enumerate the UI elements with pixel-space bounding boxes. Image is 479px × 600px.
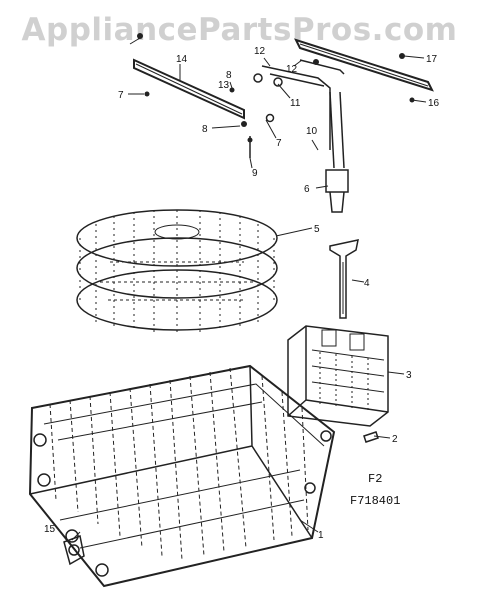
screw-icon: [399, 53, 405, 59]
callout-13: 13: [218, 80, 230, 91]
rack-wheel-icon: [33, 433, 47, 447]
callout-8-bottom: 8: [202, 124, 208, 135]
roller-wheel-icon: [253, 73, 263, 83]
callout-11: 11: [290, 98, 301, 109]
callout-9: 9: [252, 168, 258, 179]
stop-clip-icon: [265, 113, 275, 123]
screw-icon: [241, 121, 247, 127]
spray-tube-part: [329, 239, 359, 319]
leader-lines: [71, 37, 427, 541]
rack-wheel-icon: [320, 430, 332, 442]
screw-icon: [247, 137, 253, 143]
upper-track-assembly: [133, 33, 434, 169]
callout-7-left: 7: [118, 90, 124, 101]
callout-4: 4: [364, 278, 370, 289]
callout-16: 16: [428, 98, 440, 109]
rack-wheel-icon: [95, 563, 109, 577]
rod-clip-part: [325, 169, 349, 213]
callout-14: 14: [176, 54, 188, 65]
lower-wire-rack: [28, 364, 336, 588]
callout-10: 10: [306, 126, 318, 137]
callout-7-right: 7: [276, 138, 282, 149]
callout-8-top: 8: [226, 70, 232, 81]
callout-12-right: 12: [286, 64, 298, 75]
figure-code: F2: [368, 472, 382, 486]
round-wire-rack: [76, 209, 278, 334]
small-clip-part: [363, 431, 379, 443]
screw-icon: [144, 91, 150, 97]
figure-caption: F2 F718401: [350, 472, 400, 508]
callout-15: 15: [44, 524, 56, 535]
callout-5: 5: [314, 224, 320, 235]
roller-wheel-icon: [273, 77, 283, 87]
rack-wheel-icon: [304, 482, 316, 494]
callout-6: 6: [304, 184, 310, 195]
watermark-text: AppliancePartsPros.com: [21, 12, 458, 48]
rack-wheel-icon: [37, 473, 51, 487]
clip-icon: [229, 87, 235, 93]
silverware-basket: [287, 325, 389, 427]
callout-2: 2: [392, 434, 398, 445]
callout-labels: 1 2 3 4 5 6 7 7 8 8 9 10 11 12 12 13 14 …: [44, 46, 440, 541]
callout-3: 3: [406, 370, 412, 381]
callout-12-left: 12: [254, 46, 266, 57]
screw-icon: [313, 59, 319, 65]
callout-17: 17: [426, 54, 438, 65]
end-cap-icon: [137, 33, 143, 39]
figure-number: F718401: [350, 494, 400, 508]
callout-1: 1: [318, 530, 324, 541]
